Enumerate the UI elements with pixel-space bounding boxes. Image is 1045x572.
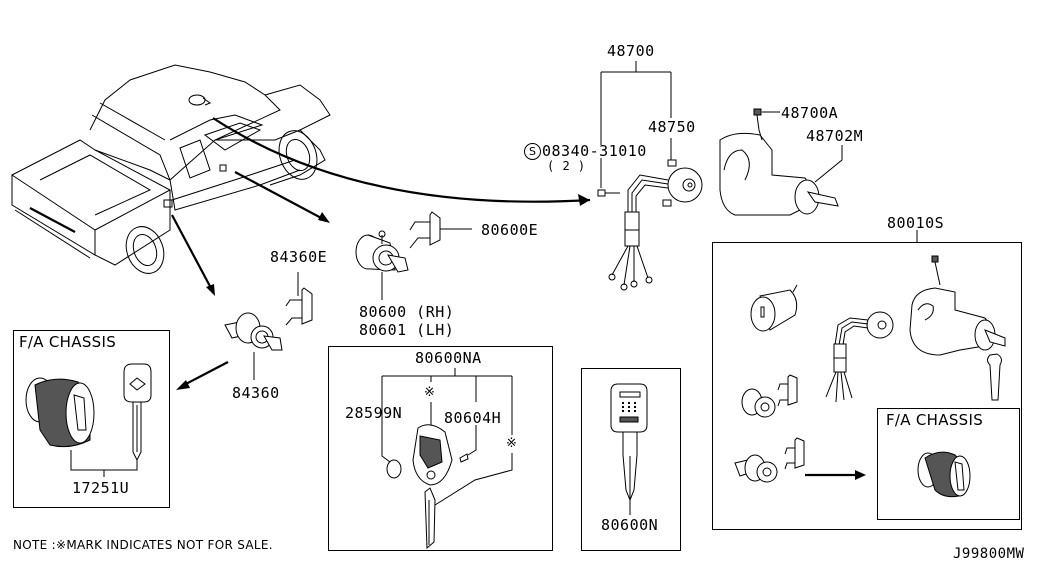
arrow-roof-to-ignition bbox=[212, 117, 591, 206]
fa-chassis-title-right: F/A CHASSIS bbox=[886, 411, 984, 429]
arrow-rear-bumper bbox=[29, 207, 76, 233]
part-label-48700a[interactable]: 48700A bbox=[781, 104, 839, 122]
part-quantity-08340: ( 2 ) bbox=[547, 159, 586, 173]
part-label-48702m[interactable]: 48702M bbox=[806, 127, 864, 145]
part-label-80604h[interactable]: 80604H bbox=[444, 409, 502, 427]
part-label-28599n[interactable]: 28599N bbox=[345, 404, 403, 422]
fa-chassis-lock-cylinder bbox=[25, 377, 138, 477]
fa-chassis-box-left: F/A CHASSIS bbox=[13, 330, 170, 508]
kit-glove-box-lock bbox=[750, 284, 798, 332]
pickup-truck-illustration bbox=[11, 64, 331, 274]
part-label-80601-lh[interactable]: 80601 (LH) bbox=[359, 321, 455, 339]
drawing-code: J99800MW bbox=[953, 546, 1025, 562]
kit-ignition-switch bbox=[825, 311, 894, 403]
kit-steering-lock bbox=[909, 255, 1006, 401]
part-label-17251u[interactable]: 17251U bbox=[72, 479, 130, 497]
not-for-sale-mark-1: ※ bbox=[424, 385, 436, 400]
standard-part-symbol: S bbox=[524, 143, 541, 160]
part-label-80600n[interactable]: 80600N bbox=[601, 516, 659, 534]
part-label-48750[interactable]: 48750 bbox=[648, 118, 696, 136]
door-lock-retainer bbox=[409, 211, 472, 249]
ignition-switch-group bbox=[597, 61, 703, 291]
part-label-80600na[interactable]: 80600NA bbox=[415, 349, 482, 367]
part-label-48700[interactable]: 48700 bbox=[607, 42, 655, 60]
transponder-key-box bbox=[581, 368, 681, 551]
not-for-sale-mark-2: ※ bbox=[506, 436, 518, 451]
arrow-tailgate-to-tailgate-lock bbox=[171, 214, 215, 296]
arrow-door-to-door-lock bbox=[234, 171, 330, 223]
remote-key-box bbox=[328, 346, 553, 551]
not-for-sale-note: NOTE :※MARK INDICATES NOT FOR SALE. bbox=[13, 538, 273, 552]
transponder-key bbox=[610, 383, 648, 515]
remote-key-group bbox=[381, 368, 513, 550]
part-label-84360[interactable]: 84360 bbox=[232, 384, 280, 402]
part-label-84360e[interactable]: 84360E bbox=[270, 248, 328, 266]
tailgate-lock-cylinder bbox=[224, 312, 283, 380]
kit-80010s-box bbox=[712, 242, 1022, 530]
kit-fa-chassis-cylinder bbox=[917, 451, 971, 498]
tailgate-lock-retainer bbox=[285, 272, 313, 326]
fa-chassis-box-right: F/A CHASSIS bbox=[877, 408, 1020, 520]
door-lock-cylinder bbox=[355, 230, 409, 300]
part-label-08340-31010[interactable]: 08340-31010 bbox=[542, 142, 647, 160]
kit-door-lock bbox=[741, 374, 798, 418]
part-label-80010s[interactable]: 80010S bbox=[887, 214, 945, 232]
arrow-kit-to-fa-chassis bbox=[805, 470, 866, 480]
fa-chassis-key bbox=[123, 363, 152, 462]
arrow-tailgate-to-fa-chassis bbox=[176, 361, 229, 390]
part-label-80600-rh[interactable]: 80600 (RH) bbox=[359, 303, 455, 321]
steering-lock-assembly bbox=[719, 108, 843, 216]
part-label-80600e[interactable]: 80600E bbox=[481, 221, 539, 239]
fa-chassis-title-left: F/A CHASSIS bbox=[19, 333, 117, 351]
kit-tailgate-lock bbox=[734, 437, 805, 483]
